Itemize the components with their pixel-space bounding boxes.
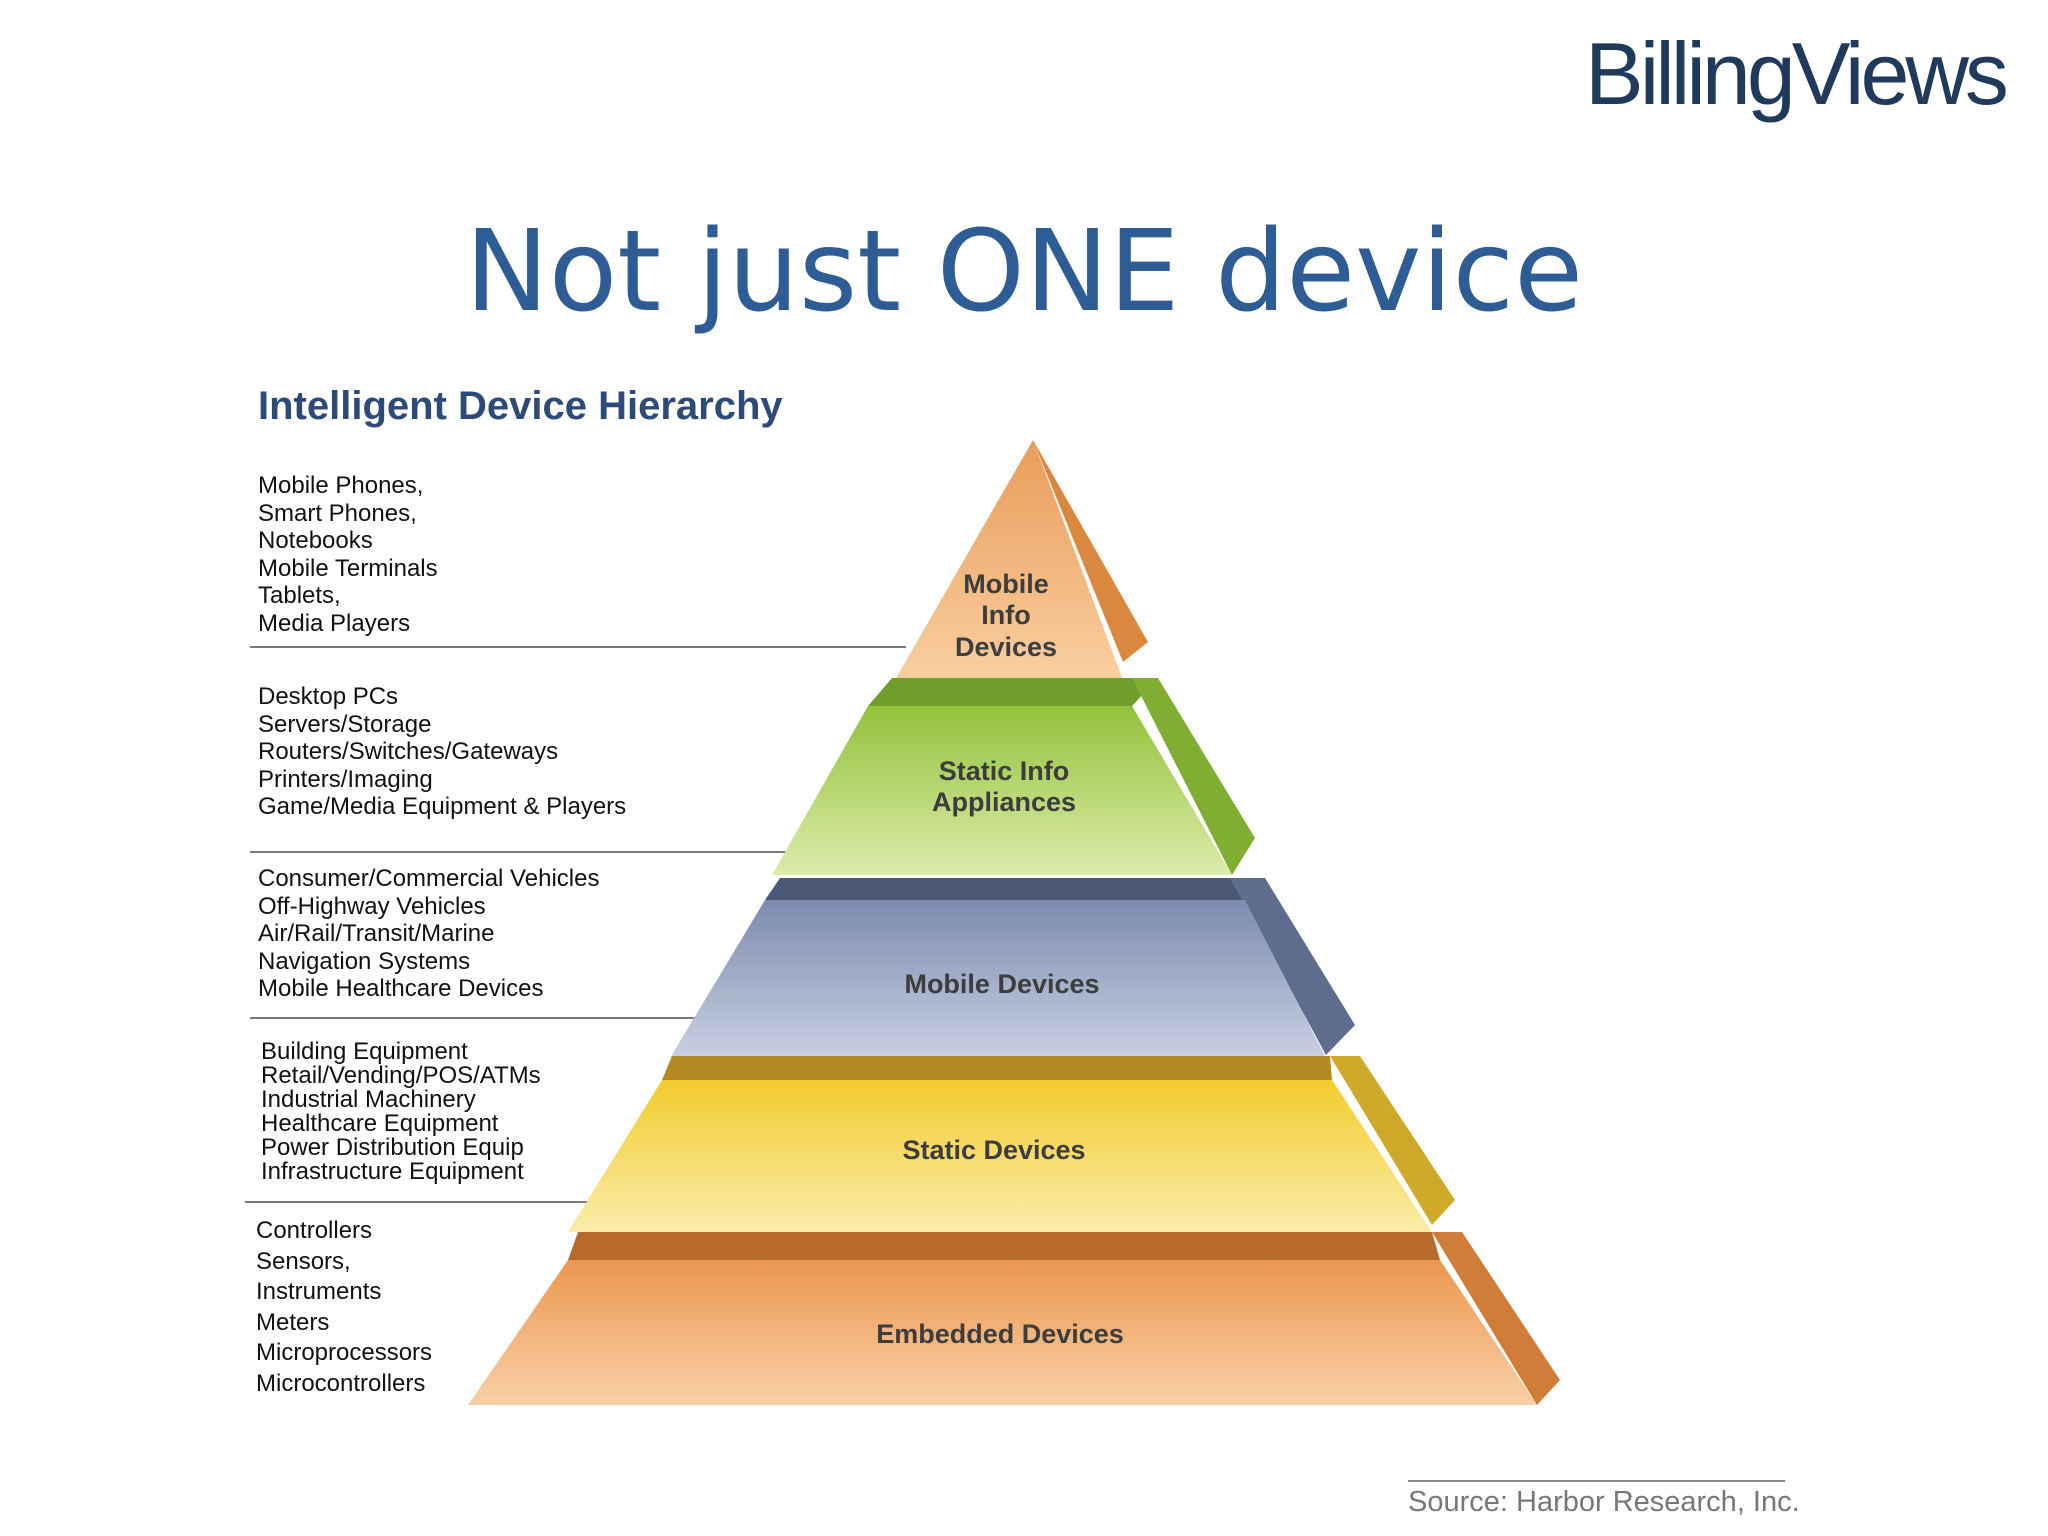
- level-label-mobile-devices: Mobile Devices: [904, 969, 1099, 999]
- level-label-mobile-info-line-1: Mobile: [963, 569, 1049, 599]
- example-item: Navigation Systems: [258, 947, 471, 975]
- example-item: Servers/Storage: [258, 710, 432, 738]
- example-item: Notebooks: [258, 527, 373, 554]
- example-item: Microcontrollers: [256, 1369, 426, 1397]
- level-label-mobile-info-line-2: Info: [981, 600, 1030, 630]
- billingviews-logo: BillingViews: [1585, 24, 2009, 123]
- example-item: Infrastructure Equipment: [261, 1158, 524, 1185]
- example-item: Routers/Switches/Gateways: [258, 738, 559, 765]
- example-item: Media Players: [258, 609, 411, 637]
- source-citation: Source: Harbor Research, Inc.: [1408, 1486, 1800, 1518]
- example-item: Industrial Machinery: [261, 1086, 476, 1113]
- pyramid-level-static-devices: Static Devices: [568, 1056, 1455, 1232]
- example-item: Air/Rail/Transit/Marine: [258, 920, 495, 947]
- examples-mobile-devices: Consumer/Commercial Vehicles Off-Highway…: [258, 865, 599, 1003]
- examples-mobile-info-devices: Mobile Phones, Smart Phones, Notebooks M…: [258, 472, 438, 637]
- slide-title: Not just ONE device: [465, 207, 1583, 337]
- level-label-static-info-line-1: Static Info: [939, 756, 1070, 786]
- example-item: Sensors,: [256, 1247, 351, 1275]
- example-item: Controllers: [256, 1217, 373, 1244]
- pyramid-level-mobile-devices: Mobile Devices: [670, 878, 1355, 1058]
- example-item: Healthcare Equipment: [261, 1110, 499, 1137]
- example-item: Mobile Terminals: [258, 554, 438, 582]
- figure-title: Intelligent Device Hierarchy: [258, 384, 783, 428]
- example-item: Power Distribution Equip: [261, 1134, 524, 1161]
- example-item: Tablets,: [258, 582, 341, 609]
- example-item: Printers/Imaging: [258, 765, 433, 793]
- level-label-static-devices: Static Devices: [902, 1135, 1085, 1165]
- level-label-embedded-devices: Embedded Devices: [876, 1319, 1124, 1349]
- examples-static-devices: Building Equipment Retail/Vending/POS/AT…: [261, 1040, 541, 1184]
- example-item: Building Equipment: [261, 1038, 468, 1065]
- example-item: Mobile Phones,: [258, 472, 424, 499]
- example-item: Smart Phones,: [258, 499, 417, 527]
- example-item: Desktop PCs: [258, 683, 399, 710]
- example-item: Microprocessors: [256, 1339, 433, 1366]
- examples-embedded-devices: Controllers Sensors, Instruments Meters …: [256, 1216, 432, 1399]
- level-label-mobile-info-line-3: Devices: [955, 632, 1057, 662]
- pyramid-level-embedded-devices: Embedded Devices: [468, 1232, 1560, 1405]
- pyramid-level-static-info-appliances: Static Info Appliances: [772, 678, 1255, 875]
- example-item: Retail/Vending/POS/ATMs: [261, 1062, 541, 1089]
- examples-static-info-appliances: Desktop PCs Servers/Storage Routers/Swit…: [258, 683, 626, 821]
- example-item: Consumer/Commercial Vehicles: [258, 865, 600, 892]
- example-item: Game/Media Equipment & Players: [258, 793, 627, 820]
- pyramid-level-mobile-info-devices: Mobile Info Devices: [895, 440, 1148, 680]
- level-label-static-info-line-2: Appliances: [932, 787, 1076, 817]
- example-item: Off-Highway Vehicles: [258, 892, 486, 920]
- example-item: Mobile Healthcare Devices: [258, 975, 544, 1002]
- example-item: Instruments: [256, 1278, 382, 1305]
- example-item: Meters: [256, 1308, 330, 1336]
